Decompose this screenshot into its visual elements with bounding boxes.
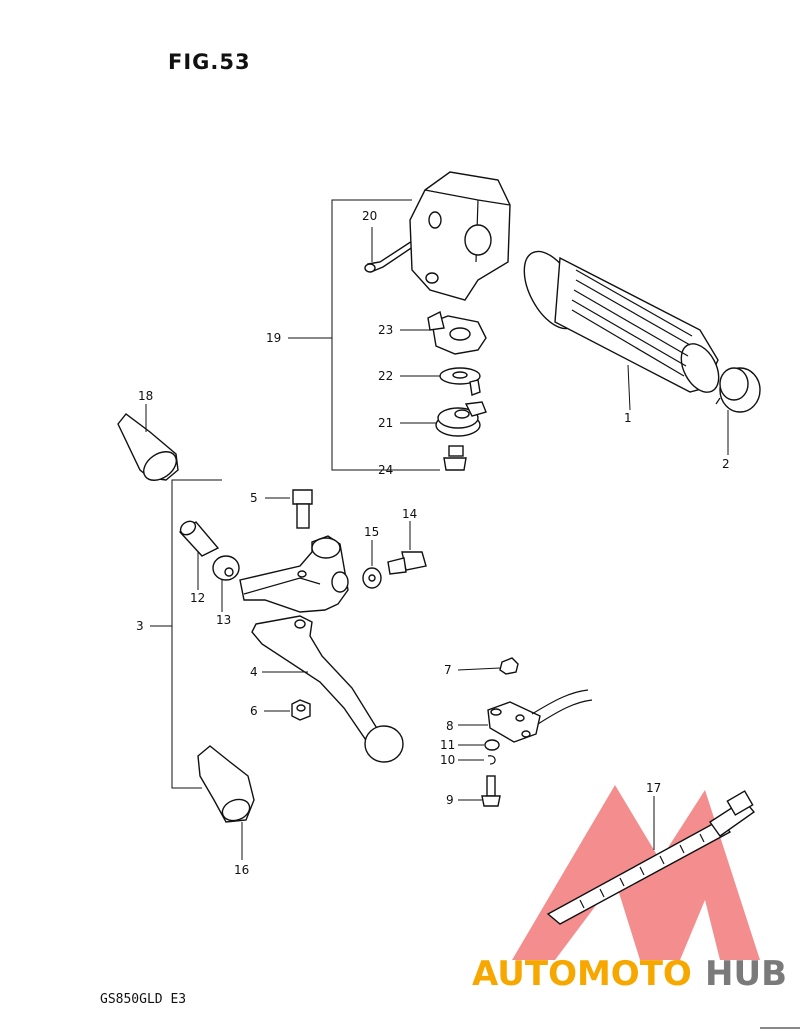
part-13-nut <box>212 555 240 612</box>
watermark-text-orange: AUTOMOTO <box>472 954 692 994</box>
part-12-screw <box>178 520 220 590</box>
callout-2: 2 <box>722 457 730 471</box>
callout-4: 4 <box>250 665 258 679</box>
part-4-lever <box>251 615 404 763</box>
part-8-switch <box>458 689 593 743</box>
callout-23: 23 <box>378 323 393 337</box>
part-23-switch-component <box>427 310 487 355</box>
callout-labels: 1 2 3 4 5 6 7 8 9 10 11 12 13 14 15 16 1… <box>136 209 730 877</box>
callout-22: 22 <box>378 369 393 383</box>
callout-9: 9 <box>446 793 454 807</box>
part-7-screw <box>457 657 519 675</box>
callout-12: 12 <box>190 591 205 605</box>
part-11-washer <box>458 739 500 751</box>
part-5-bolt <box>265 489 313 529</box>
callout-20: 20 <box>362 209 377 223</box>
callout-15: 15 <box>364 525 379 539</box>
callout-16: 16 <box>234 863 249 877</box>
part-24-screw <box>443 445 467 471</box>
bracket-19 <box>288 199 440 471</box>
part-6-nut <box>264 699 311 721</box>
callout-10: 10 <box>440 753 455 767</box>
part-15-washer <box>362 540 382 589</box>
callout-14: 14 <box>402 507 417 521</box>
callout-13: 13 <box>216 613 231 627</box>
part-14-bolt <box>387 521 427 575</box>
callout-21: 21 <box>378 416 393 430</box>
callout-19: 19 <box>266 331 281 345</box>
callout-3: 3 <box>136 619 144 633</box>
callout-5: 5 <box>250 491 258 505</box>
callout-11: 11 <box>440 738 455 752</box>
callout-8: 8 <box>446 719 454 733</box>
lever-bracket <box>239 535 349 613</box>
callout-18: 18 <box>138 389 153 403</box>
callout-7: 7 <box>444 663 452 677</box>
callout-1: 1 <box>624 411 632 425</box>
callout-17: 17 <box>646 781 661 795</box>
part-9-screw <box>458 775 501 807</box>
callout-24: 24 <box>378 463 393 477</box>
part-18-cover <box>117 404 179 481</box>
part-10-clip <box>458 755 496 765</box>
part-21-switch-component <box>435 401 487 437</box>
part-1-grip <box>523 250 720 411</box>
callout-6: 6 <box>250 704 258 718</box>
part-17-cable-tie <box>546 790 756 925</box>
part-22-washer <box>439 367 481 396</box>
figure-title: FIG.53 <box>168 50 251 74</box>
model-code: GS850GLD E3 <box>100 992 187 1007</box>
part-16-cover <box>197 745 255 860</box>
watermark-text-gray: HUB <box>705 954 787 994</box>
bracket-3 <box>150 479 222 789</box>
part-2-end-cap <box>715 367 761 455</box>
switch-housing-upper <box>409 171 511 301</box>
